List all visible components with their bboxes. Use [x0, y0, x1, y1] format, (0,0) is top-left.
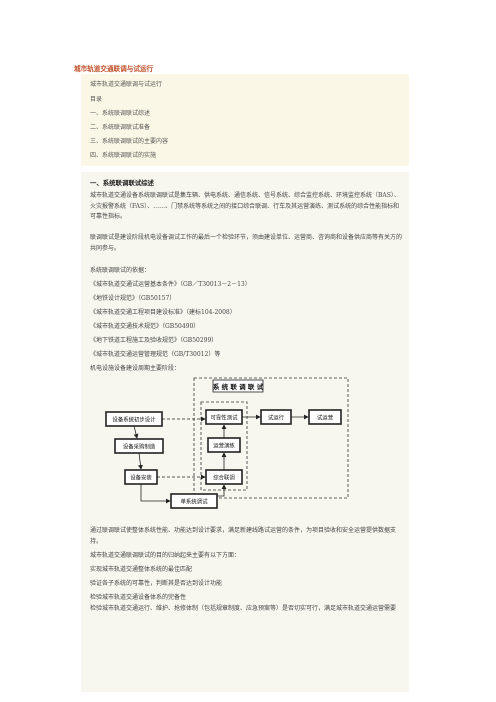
goals-label: 城市轨道交通联调联试的目的归纳起来主要有以下方面：	[90, 552, 241, 559]
arrow	[217, 484, 227, 497]
paragraph: 联调联试是建设阶段机电设备调试工作的最后一个检验环节，须由建设单位、运营商、咨询…	[90, 234, 403, 252]
box-integration-label: 综合联调	[213, 474, 235, 482]
basis-item: 《城市轨道交通试运营基本条件》（GB／T30013－2－13）	[90, 281, 251, 288]
box-acceptance-label: 试运营	[317, 414, 334, 422]
toc-item[interactable]: 一、系统联调联试综述	[90, 110, 151, 117]
box-design-label: 设备系统初步设计	[112, 416, 156, 424]
box-trial-run-label: 试运行	[268, 414, 285, 422]
box-single-system-label: 单系统调试	[181, 498, 209, 506]
goal-item: 实现城市轨道交通整体系统的最佳匹配	[90, 566, 193, 573]
box-ops-drill-label: 运营演练	[213, 442, 235, 450]
toc-item[interactable]: 四、系统联调联试的实施	[90, 152, 157, 159]
construction-stages-diagram: 系 统 联 调 联 试 设备系统初步设计 设备采购制造 设备安装 单系统调试 可…	[105, 377, 349, 509]
box-install-label: 设备安装	[130, 474, 152, 482]
toc-item[interactable]: 三、系统联调联试的主要内容	[90, 138, 169, 145]
basis-item: 《地铁设计规范》（GB50157）	[90, 295, 176, 302]
group-label: 系 统 联 调 联 试	[213, 382, 264, 391]
paragraph: 城市轨道交通设备系统联调联试是集车辆、供电系统、通信系统、信号系统、综合监控系统…	[90, 192, 400, 220]
arrow	[138, 452, 143, 470]
box-single-system	[170, 493, 218, 509]
paragraph: 通过联调联试使整体系统性能、功能达到设计要求，满足新建线路试运营的条件，为项目验…	[90, 527, 397, 545]
goal-item: 验证各子系统的可靠性，判断其是否达到设计功能	[90, 580, 223, 587]
goal-item: 检验城市轨道交通运行、维护、抢修体制（包括规章制度、应急预案等）是否切实可行，满…	[90, 605, 397, 612]
box-procure-label: 设备采购制造	[123, 443, 156, 451]
document-title: 城市轨道交通联调与试运行	[74, 65, 154, 73]
section-heading: 一、系统联调联试综述	[90, 179, 154, 187]
toc-label: 目录	[90, 96, 103, 103]
content-area: 一、系统联调联试综述 城市轨道交通设备系统联调联试是集车辆、供电系统、通信系统、…	[81, 172, 409, 692]
basis-item: 《城市轨道交通工程项目建设标准》（建标104-2008）	[90, 309, 236, 316]
system-integration-group	[193, 377, 349, 499]
arrow	[140, 484, 171, 504]
basis-item: 《城市轨道交通运营管理规范（GB/T30012）等	[90, 351, 221, 358]
basis-item: 《城市轨道交通技术规范》（GB50490）	[90, 323, 200, 330]
goal-item: 检验城市轨道交通设备体系的完备性	[90, 594, 187, 601]
box-reliability-label: 可靠性测试	[211, 414, 239, 422]
toc-heading: 城市轨道交通联调与试运行	[90, 81, 163, 88]
table-of-contents: 城市轨道交通联调与试运行 目录 一、系统联调联试综述 二、系统联调联试准备 三、…	[81, 74, 409, 166]
arrow	[133, 425, 139, 439]
basis-label: 系统联调联试的依据：	[90, 267, 151, 274]
toc-item[interactable]: 二、系统联调联试准备	[90, 124, 151, 131]
box-acceptance	[308, 409, 342, 425]
stages-label: 机电设施设备建设周期主要阶段：	[90, 365, 181, 372]
basis-item: 《地下铁道工程施工及验收规范》（GB50299）	[90, 337, 218, 344]
